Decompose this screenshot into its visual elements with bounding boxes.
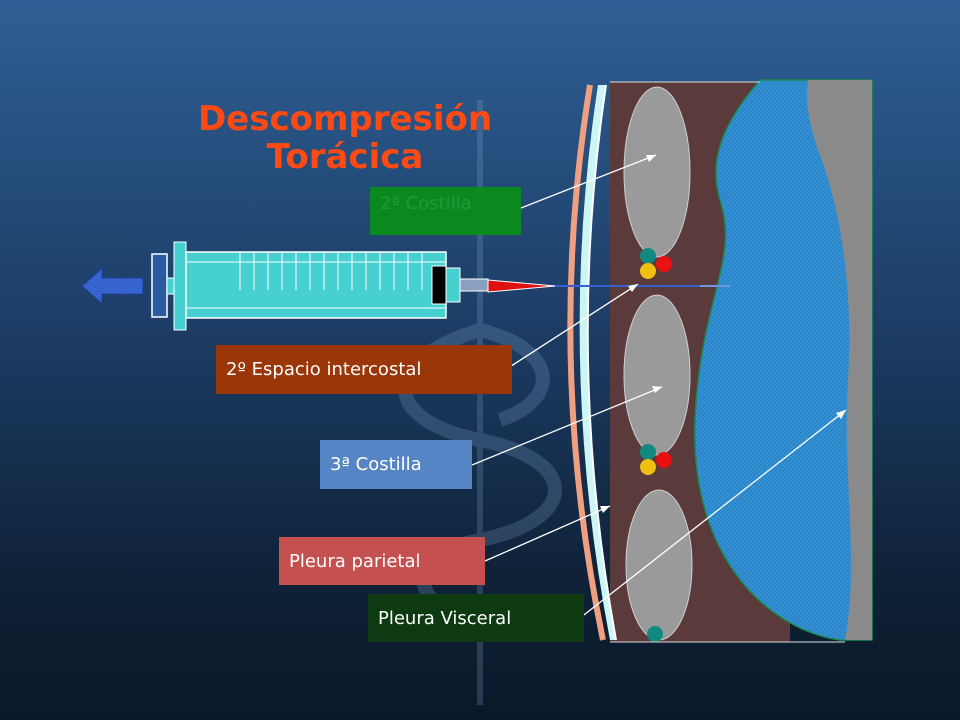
label-pleura-parietal: Pleura parietal <box>279 537 485 585</box>
syringe-flange <box>173 241 187 331</box>
leader-lines <box>471 154 847 619</box>
rib-2 <box>623 86 691 258</box>
pleura-inner-line <box>586 84 617 641</box>
label-pleura-visceral: Pleura Visceral <box>368 594 584 642</box>
pleura-space <box>579 85 616 640</box>
neurovascular-bundle-bottom <box>647 626 663 642</box>
syringe-icon <box>151 241 556 331</box>
leader-arrowheads <box>600 155 846 513</box>
rib-4 <box>625 489 693 641</box>
needle-hub <box>459 278 489 292</box>
left-arrow-icon <box>81 266 144 306</box>
label-3-costilla: 3ª Costilla <box>320 440 472 489</box>
rib-3 <box>623 294 691 456</box>
page-title: Descompresión Torácica <box>190 100 500 176</box>
pleura-parietal-layer <box>567 84 606 641</box>
lung-posterior-area <box>806 80 872 640</box>
leader-line-rib3 <box>471 386 663 466</box>
title-line-1: Descompresión <box>197 99 493 139</box>
neurovascular-bundle-lower <box>640 444 672 475</box>
label-2-espacio-intercostal: 2º Espacio intercostal <box>216 345 512 394</box>
syringe-plunger-handle <box>151 253 168 318</box>
lung <box>694 79 873 641</box>
title-line-2: Torácica <box>266 137 424 177</box>
syringe-tip <box>445 267 461 303</box>
needle-tip <box>487 279 556 293</box>
leader-line-visceral <box>579 409 847 619</box>
leader-line-rib2 <box>520 154 657 209</box>
leader-line-intercostal <box>504 283 639 371</box>
leader-line-parietal <box>484 505 611 562</box>
neurovascular-bundle-upper <box>640 248 672 279</box>
label-2-costilla: 2ª Costilla <box>370 187 521 235</box>
syringe-stopper <box>431 265 447 305</box>
